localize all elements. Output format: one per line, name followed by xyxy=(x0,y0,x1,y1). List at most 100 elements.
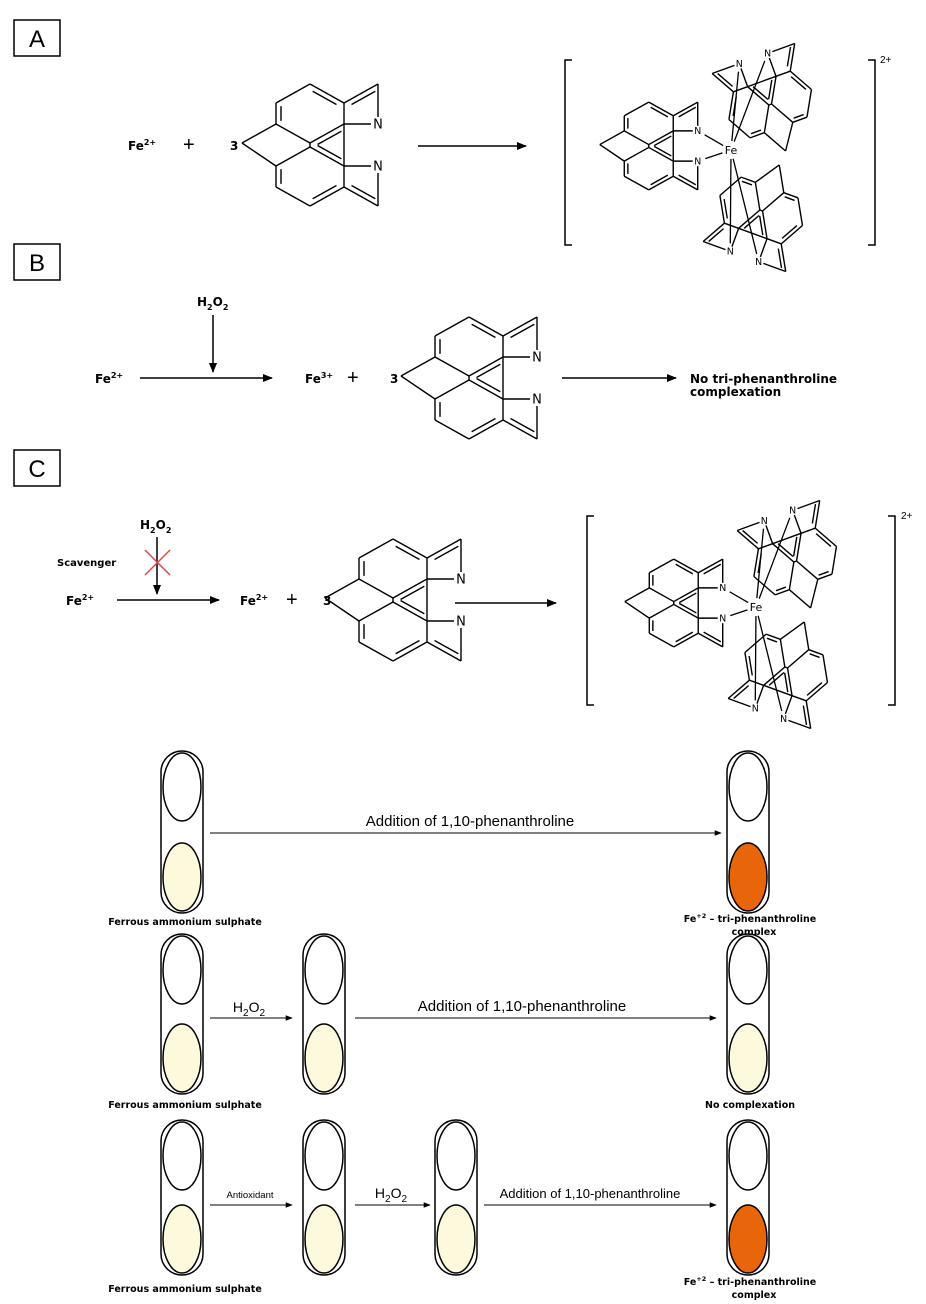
panel-c-bracket-right xyxy=(888,515,896,706)
nitrogen-atom-label: N xyxy=(780,714,787,725)
panel-c-reactant: Fe2+ xyxy=(66,593,94,608)
panel-a-reactant: Fe2+ xyxy=(128,138,156,153)
tube-solution xyxy=(162,1023,202,1093)
row1-end-label: Fe+2 – tri-phenanthroline xyxy=(684,912,817,925)
panel-a-coefficient: 3 xyxy=(230,139,238,153)
panel-a-plus: + xyxy=(183,134,195,156)
panel-a-bracket-left xyxy=(564,59,572,246)
tube-headspace xyxy=(728,935,768,1005)
tube-solution xyxy=(304,1023,344,1093)
panel-c-phenanthroline: NN xyxy=(324,538,466,662)
tube-headspace xyxy=(304,1121,344,1191)
nitrogen-atom-label: N xyxy=(532,351,542,366)
panel-b: B H2O2 Fe2+ Fe3+ + 3 NN No tri-phenanthr… xyxy=(13,243,841,440)
row1-end-label-line2: complex xyxy=(732,927,777,938)
tube-headspace xyxy=(304,935,344,1005)
row3-arrow-2-label: H2O2 xyxy=(375,1185,408,1205)
panel-c: C H2O2 Scavenger Fe2+ Fe2+ + 3 NN 2+ NNN… xyxy=(13,449,913,730)
panel-c-label-box xyxy=(13,449,61,487)
nitrogen-atom-label: N xyxy=(456,615,466,630)
row2-arrow-2-label: Addition of 1,10-phenanthroline xyxy=(418,998,627,1015)
tube-solution xyxy=(728,1204,768,1274)
tube-headspace xyxy=(728,1121,768,1191)
row2-end-label: No complexation xyxy=(705,1100,795,1111)
row3-start-tube xyxy=(160,1119,204,1276)
panel-b-result: No tri-phenanthroline complexation xyxy=(690,372,841,399)
phenanthroline-ligand-2: NN xyxy=(736,499,838,609)
nitrogen-atom-label: N xyxy=(761,516,768,527)
panel-b-coefficient: 3 xyxy=(390,372,398,386)
tube-solution xyxy=(304,1204,344,1274)
row3-arrow-3-label: Addition of 1,10-phenanthroline xyxy=(500,1186,681,1201)
row3-end-tube xyxy=(726,1119,770,1276)
panel-b-plus: + xyxy=(347,367,359,389)
row1-start-label: Ferrous ammonium sulphate xyxy=(108,917,262,928)
phenanthroline-ligand-3: NN xyxy=(727,621,829,730)
row1-arrow-label: Addition of 1,10-phenanthroline xyxy=(366,813,575,830)
phenanthroline-ligand-1: NN xyxy=(624,558,726,648)
panel-a-label-box xyxy=(13,19,61,57)
tube-solution xyxy=(728,1023,768,1093)
panel-c-complex-charge: 2+ xyxy=(901,511,913,522)
panel-b-label: B xyxy=(29,250,45,277)
tube-solution xyxy=(728,842,768,912)
nitrogen-atom-label: N xyxy=(373,160,383,175)
row3-middle-tube-2 xyxy=(434,1119,478,1276)
panel-c-product: Fe2+ xyxy=(240,593,268,608)
panel-a-phenanthroline: NN xyxy=(241,83,383,207)
panel-a-complex-charge: 2+ xyxy=(880,55,892,66)
panel-a-label: A xyxy=(29,26,45,53)
tube-experiment: Addition of 1,10-phenanthroline Ferrous … xyxy=(108,750,817,1301)
tube-solution xyxy=(162,1204,202,1274)
scavenger-block-cross-icon xyxy=(144,549,171,576)
tube-headspace xyxy=(436,1121,476,1191)
row3-end-label-line2: complex xyxy=(732,1290,777,1301)
tube-headspace xyxy=(162,1121,202,1191)
tube-headspace xyxy=(162,935,202,1005)
panel-b-label-box xyxy=(13,243,61,281)
row2-start-tube xyxy=(160,933,204,1095)
tube-headspace xyxy=(728,752,768,822)
row2-middle-tube xyxy=(302,933,346,1095)
nitrogen-atom-label: N xyxy=(755,257,762,268)
panel-c-plus: + xyxy=(286,589,298,611)
panel-c-coefficient: 3 xyxy=(323,594,331,608)
nitrogen-atom-label: N xyxy=(736,59,743,70)
phenanthroline-ligand-1: NN xyxy=(599,101,701,191)
nitrogen-atom-label: N xyxy=(532,393,542,408)
panel-c-label: C xyxy=(28,456,45,483)
row3-arrow-1-label: Antioxidant xyxy=(226,1190,273,1201)
tube-headspace xyxy=(162,752,202,822)
row3-end-label: Fe+2 – tri-phenanthroline xyxy=(684,1275,817,1288)
nitrogen-atom-label: N xyxy=(719,583,726,594)
row3-middle-tube-1 xyxy=(302,1119,346,1276)
nitrogen-atom-label: N xyxy=(789,506,796,517)
phenanthroline-ligand-3: NN xyxy=(702,164,804,273)
row2-start-label: Ferrous ammonium sulphate xyxy=(108,1100,262,1111)
panel-b-product: Fe3+ xyxy=(305,371,333,386)
panel-c-h2o2: H2O2 xyxy=(140,518,171,535)
nitrogen-atom-label: N xyxy=(719,613,726,624)
phenanthroline-ligand-2: NN xyxy=(711,42,813,152)
nitrogen-atom-label: N xyxy=(694,126,701,137)
panel-c-scavenger: Scavenger xyxy=(57,558,116,569)
row1-start-tube xyxy=(160,750,204,914)
fe-center-label: Fe xyxy=(725,144,738,157)
fe-center-label: Fe xyxy=(750,601,763,614)
panel-c-bracket-left xyxy=(586,515,594,706)
row2-end-tube xyxy=(726,933,770,1095)
nitrogen-atom-label: N xyxy=(752,704,759,715)
row2-arrow-1-label: H2O2 xyxy=(233,999,266,1019)
nitrogen-atom-label: N xyxy=(764,49,771,60)
panel-a-bracket-right xyxy=(868,59,876,246)
nitrogen-atom-label: N xyxy=(456,573,466,588)
nitrogen-atom-label: N xyxy=(694,156,701,167)
row3-start-label: Ferrous ammonium sulphate xyxy=(108,1284,262,1295)
row1-end-tube xyxy=(726,750,770,914)
panel-b-reactant: Fe2+ xyxy=(95,371,123,386)
panel-b-phenanthroline: NN xyxy=(400,316,542,440)
